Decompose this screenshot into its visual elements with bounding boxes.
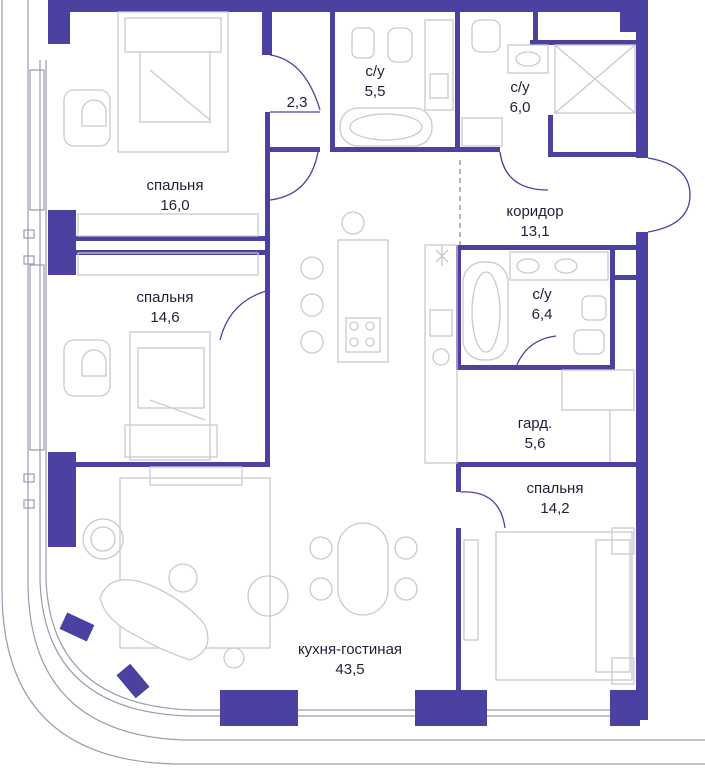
room-label-bath-2: с/у 6,0 — [490, 78, 550, 118]
room-label-wardrobe: гард. 5,6 — [505, 414, 565, 454]
room-area: 16,0 — [160, 197, 190, 214]
room-label-bath-1: с/у 5,5 — [345, 62, 405, 102]
room-name: с/у — [510, 79, 530, 96]
bath-2-fixtures — [461, 19, 636, 147]
room-area: 6,4 — [531, 306, 553, 323]
room-area: 14,2 — [540, 500, 570, 517]
room-name: спальня — [526, 480, 584, 497]
corridor-details — [435, 246, 449, 266]
room-name: с/у — [365, 63, 385, 80]
bedroom-right-furniture — [463, 527, 635, 685]
walls — [48, 0, 648, 726]
living-furniture — [82, 466, 418, 669]
room-label-bedroom-top: спальня 16,0 — [120, 176, 230, 216]
room-name: с/у — [532, 286, 552, 303]
room-area: 43,5 — [335, 661, 365, 678]
room-area: 2,3 — [286, 94, 308, 111]
window-markers — [23, 69, 45, 509]
room-name: спальня — [146, 177, 204, 194]
bath-1-fixtures — [339, 19, 454, 147]
room-name: гард. — [517, 415, 553, 432]
room-label-bedroom-right: спальня 14,2 — [500, 479, 610, 519]
bath-3-fixtures — [462, 251, 609, 361]
wardrobe-details — [561, 369, 635, 462]
room-area: 5,6 — [524, 435, 546, 452]
room-label-bedroom-mid: спальня 14,6 — [110, 288, 220, 328]
room-name: коридор — [506, 203, 564, 220]
room-name: кухня-гостиная — [297, 641, 403, 658]
kitchen-island — [300, 211, 458, 464]
room-label-storage: 2,3 — [272, 93, 322, 113]
doors — [219, 54, 691, 529]
bedroom-top-furniture — [63, 11, 259, 237]
room-area: 14,6 — [150, 309, 180, 326]
bedroom-mid-furniture — [63, 252, 259, 461]
balcony-brackets — [59, 612, 150, 699]
room-label-kitchen-living: кухня-гостиная 43,5 — [270, 640, 430, 680]
room-name: спальня — [136, 289, 194, 306]
room-area: 6,0 — [509, 99, 531, 116]
room-label-corridor: коридор 13,1 — [480, 202, 590, 242]
room-area: 5,5 — [364, 83, 386, 100]
room-label-bath-3: с/у 6,4 — [512, 285, 572, 325]
room-area: 13,1 — [520, 223, 550, 240]
